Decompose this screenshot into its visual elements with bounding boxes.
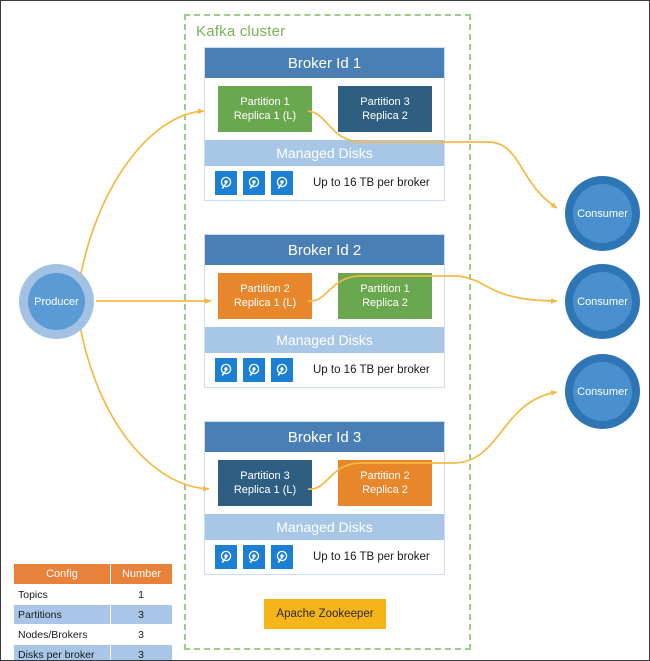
- broker-partitions-2: Partition 2 Replica 1 (L) Partition 1 Re…: [205, 265, 444, 327]
- partition-line2: Replica 2: [362, 484, 408, 496]
- config-name: Nodes/Brokers: [13, 624, 111, 645]
- config-value: 3: [110, 644, 173, 660]
- broker-title-1: Broker Id 1: [205, 48, 444, 78]
- table-row: Topics 1: [13, 584, 173, 605]
- partition-line1: Partition 1: [240, 96, 290, 108]
- disk-capacity-label-2: Up to 16 TB per broker: [313, 364, 430, 376]
- hard-disk-icon: [243, 545, 265, 569]
- hard-disk-icon: [215, 358, 237, 382]
- broker-partitions-3: Partition 3 Replica 1 (L) Partition 2 Re…: [205, 452, 444, 514]
- partition-line1: Partition 2: [240, 283, 290, 295]
- hard-disk-icon: [271, 358, 293, 382]
- managed-disks-body-1: Up to 16 TB per broker: [205, 166, 444, 200]
- partition-line2: Replica 1 (L): [233, 484, 297, 496]
- producer-node[interactable]: Producer: [19, 264, 94, 339]
- managed-disks-title-3: Managed Disks: [205, 514, 444, 540]
- config-name: Disks per broker: [13, 644, 111, 660]
- consumer-node-2[interactable]: Consumer: [565, 264, 640, 339]
- consumer-node-3[interactable]: Consumer: [565, 354, 640, 429]
- partition-box-3-1[interactable]: Partition 3 Replica 1 (L): [218, 460, 312, 506]
- managed-disks-body-2: Up to 16 TB per broker: [205, 353, 444, 387]
- broker-title-3: Broker Id 3: [205, 422, 444, 452]
- partition-line1: Partition 1: [360, 283, 410, 295]
- broker-partitions-1: Partition 1 Replica 1 (L) Partition 3 Re…: [205, 78, 444, 140]
- col-header-number: Number: [110, 563, 173, 585]
- hard-disk-icon: [271, 545, 293, 569]
- config-name: Topics: [13, 584, 111, 605]
- partition-line2: Replica 1 (L): [233, 297, 297, 309]
- partition-box-3-2[interactable]: Partition 2 Replica 2: [338, 460, 432, 506]
- partition-line2: Replica 2: [362, 297, 408, 309]
- consumer-node-1[interactable]: Consumer: [565, 176, 640, 251]
- managed-disks-title-2: Managed Disks: [205, 327, 444, 353]
- partition-line1: Partition 3: [360, 96, 410, 108]
- broker-title-2: Broker Id 2: [205, 235, 444, 265]
- config-name: Partitions: [13, 604, 111, 625]
- partition-line2: Replica 1 (L): [233, 110, 297, 122]
- partition-line1: Partition 3: [240, 470, 290, 482]
- kafka-cluster-label: Kafka cluster: [196, 23, 286, 40]
- partition-box-2-1[interactable]: Partition 2 Replica 1 (L): [218, 273, 312, 319]
- broker-card-1: Broker Id 1 Partition 1 Replica 1 (L) Pa…: [204, 47, 445, 201]
- config-value: 1: [110, 584, 173, 605]
- partition-box-2-2[interactable]: Partition 1 Replica 2: [338, 273, 432, 319]
- managed-disks-title-1: Managed Disks: [205, 140, 444, 166]
- disk-capacity-label-1: Up to 16 TB per broker: [313, 177, 430, 189]
- partition-box-1-1[interactable]: Partition 1 Replica 1 (L): [218, 86, 312, 132]
- hard-disk-icon: [215, 545, 237, 569]
- consumer-label: Consumer: [573, 184, 632, 243]
- table-row: Nodes/Brokers 3: [13, 624, 173, 645]
- broker-card-2: Broker Id 2 Partition 2 Replica 1 (L) Pa…: [204, 234, 445, 388]
- apache-zookeeper-box[interactable]: Apache Zookeeper: [264, 599, 386, 629]
- broker-card-3: Broker Id 3 Partition 3 Replica 1 (L) Pa…: [204, 421, 445, 575]
- hard-disk-icon: [271, 171, 293, 195]
- partition-box-1-2[interactable]: Partition 3 Replica 2: [338, 86, 432, 132]
- consumer-label: Consumer: [573, 362, 632, 421]
- config-summary-table: Config Number Topics 1 Partitions 3 Node…: [13, 563, 173, 660]
- table-row: Disks per broker 3: [13, 644, 173, 660]
- table-header-row: Config Number: [13, 563, 173, 585]
- disk-capacity-label-3: Up to 16 TB per broker: [313, 551, 430, 563]
- producer-label: Producer: [28, 273, 85, 330]
- table-row: Partitions 3: [13, 604, 173, 625]
- config-value: 3: [110, 604, 173, 625]
- managed-disks-body-3: Up to 16 TB per broker: [205, 540, 444, 574]
- hard-disk-icon: [243, 358, 265, 382]
- partition-line2: Replica 2: [362, 110, 408, 122]
- col-header-config: Config: [13, 563, 111, 585]
- partition-line1: Partition 2: [360, 470, 410, 482]
- hard-disk-icon: [243, 171, 265, 195]
- consumer-label: Consumer: [573, 272, 632, 331]
- hard-disk-icon: [215, 171, 237, 195]
- config-value: 3: [110, 624, 173, 645]
